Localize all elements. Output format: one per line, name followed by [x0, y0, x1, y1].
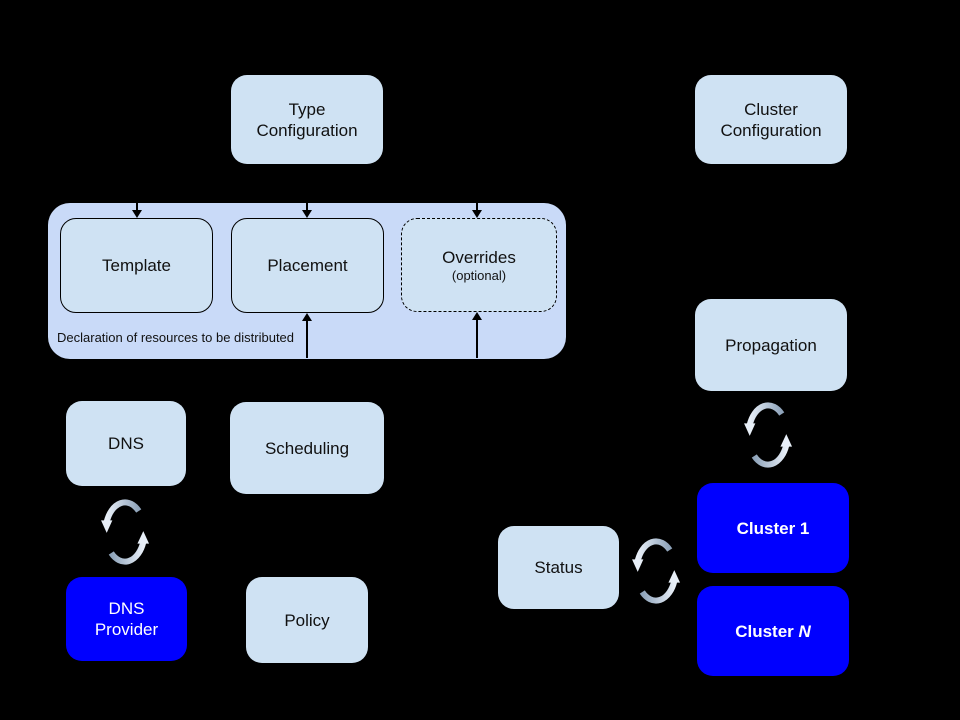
- arrow-line: [306, 203, 308, 212]
- node-template: Template: [60, 218, 213, 313]
- resources-group-caption: Declaration of resources to be distribut…: [57, 330, 295, 345]
- arrow-up-icon: [302, 313, 312, 321]
- cluster-n-variable: N: [798, 621, 811, 641]
- arrow-line: [476, 319, 478, 358]
- arrow-up-icon: [472, 312, 482, 320]
- node-cluster-1: Cluster 1: [697, 483, 849, 573]
- node-dns-provider-label: DNS Provider: [94, 599, 159, 639]
- node-scheduling: Scheduling: [230, 402, 384, 494]
- node-scheduling-label: Scheduling: [264, 438, 350, 458]
- node-template-label: Template: [102, 256, 171, 275]
- node-policy: Policy: [246, 577, 368, 663]
- arrow-line: [476, 203, 478, 212]
- node-cluster-n-label: Cluster N: [735, 621, 811, 641]
- node-cluster-1-label: Cluster 1: [736, 518, 810, 538]
- node-status: Status: [498, 526, 619, 609]
- arrow-down-icon: [472, 210, 482, 218]
- node-cluster-configuration-label: Cluster Configuration: [720, 99, 822, 140]
- node-status-label: Status: [534, 558, 583, 577]
- node-dns: DNS: [66, 401, 186, 486]
- resources-group: Template Placement Overrides (optional): [48, 203, 566, 359]
- node-propagation: Propagation: [695, 299, 847, 391]
- node-placement-label: Placement: [267, 256, 348, 275]
- arrow-line: [136, 203, 138, 212]
- node-cluster-configuration: Cluster Configuration: [695, 75, 847, 164]
- node-type-configuration: Type Configuration: [231, 75, 383, 164]
- arrow-line: [306, 320, 308, 358]
- node-overrides-sublabel: (optional): [451, 268, 507, 283]
- arrow-down-icon: [132, 210, 142, 218]
- node-propagation-label: Propagation: [725, 335, 817, 355]
- node-placement: Placement: [231, 218, 384, 313]
- node-overrides-label: Overrides: [442, 248, 516, 267]
- node-dns-provider: DNS Provider: [66, 577, 187, 661]
- node-dns-label: DNS: [108, 434, 144, 453]
- sync-icon: [740, 396, 796, 474]
- sync-icon: [97, 493, 153, 571]
- node-cluster-n: Cluster N: [697, 586, 849, 676]
- node-policy-label: Policy: [284, 610, 330, 630]
- node-overrides: Overrides (optional): [401, 218, 557, 312]
- arrow-down-icon: [302, 210, 312, 218]
- node-type-configuration-label: Type Configuration: [256, 99, 358, 140]
- sync-icon: [628, 532, 684, 610]
